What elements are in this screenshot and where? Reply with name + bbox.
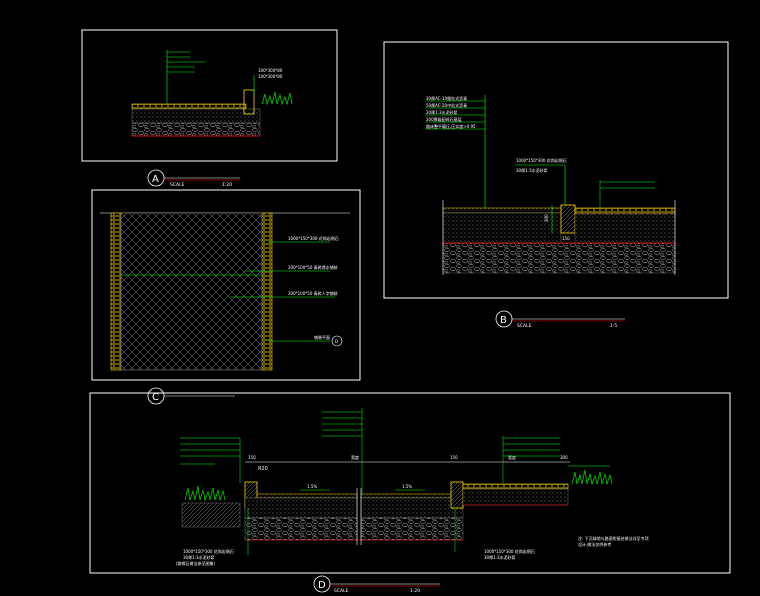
panel-a-leader-ticks bbox=[167, 51, 205, 73]
panel-d-slope-1: 1.5% bbox=[307, 484, 317, 489]
panel-b-road-surface bbox=[442, 207, 562, 214]
panel-a: 100*300*80 100*300*80 A SCALE 1:20 bbox=[81, 29, 338, 188]
panel-b-curb bbox=[560, 204, 576, 234]
panel-d-label: D bbox=[318, 580, 326, 591]
panel-d-base-right bbox=[360, 497, 464, 519]
panel-d-leader-left-ticks bbox=[180, 437, 240, 465]
panel-c-note-4: 铺装平面 bbox=[314, 334, 330, 340]
panel-d-note-bl-3: (路缘石做法参见图集) bbox=[176, 560, 216, 566]
panel-c-note-3: 200*100*50 青砖人字铺装 bbox=[288, 290, 338, 296]
panel-a-paving bbox=[131, 103, 247, 110]
panel-b-dim-1: 300 bbox=[544, 214, 549, 222]
panel-b-frame bbox=[383, 41, 729, 299]
panel-d-radius: R20 bbox=[258, 466, 268, 472]
panel-d-base-left bbox=[244, 497, 358, 519]
panel-b-layer-2: 50厚AC-20中粒式沥青 bbox=[426, 102, 467, 108]
panel-d-right-grass bbox=[571, 469, 613, 486]
panel-b-layer-1: 30厚AC-10细粒式沥青 bbox=[426, 95, 467, 101]
panel-c-note-1: 1000*150*300 花岗岩侧石 bbox=[288, 235, 339, 241]
panel-b-curb-note-2: 30厚1:3水泥砂浆 bbox=[516, 167, 548, 173]
panel-c: 1000*150*300 花岗岩侧石 200*100*50 青砖透水铺装 200… bbox=[91, 189, 361, 405]
panel-d-scale-value: 1:20 bbox=[410, 588, 420, 594]
panel-d-left-soil bbox=[181, 502, 241, 528]
panel-b-sidewalk-base bbox=[574, 213, 676, 244]
panel-d-note-bl-1: 1000*150*300 花岗岩侧石 bbox=[183, 548, 234, 554]
panel-b-curb-note-1: 1000*150*300 花岗岩侧石 bbox=[516, 157, 567, 163]
panel-b-label: B bbox=[500, 315, 507, 326]
panel-b-scale-value: 1:5 bbox=[610, 323, 617, 329]
panel-a-curb bbox=[243, 89, 255, 115]
panel-a-scale-label: SCALE bbox=[170, 182, 185, 188]
panel-d-dim-right-3: 300 bbox=[560, 455, 568, 460]
panel-d-dim-right-2: 宽度 bbox=[508, 454, 516, 460]
panel-c-curb-left bbox=[110, 212, 122, 371]
panel-b-scale-label: SCALE bbox=[517, 323, 532, 329]
panel-b-layer-5: 路床整平碾压,压实度>0.95 bbox=[426, 123, 476, 129]
panel-a-grass bbox=[261, 91, 293, 106]
panel-b-road-stones bbox=[442, 242, 676, 274]
panel-d-dim-left: 150 bbox=[248, 455, 256, 460]
panel-d-left-grass bbox=[184, 485, 226, 502]
panel-c-marker: D bbox=[335, 339, 338, 344]
panel-d-stones-right bbox=[360, 517, 464, 541]
panel-d-slope-2: 1.5% bbox=[402, 484, 412, 489]
panel-a-base-stones bbox=[131, 122, 261, 137]
panel-d-dim-right-1: 150 bbox=[450, 455, 458, 460]
panel-d-right-paving bbox=[462, 483, 569, 490]
panel-d-note-r-1: 注: 下沉绿地与路面衔接处做法详见专项 bbox=[578, 535, 649, 541]
panel-d-stones-left bbox=[244, 517, 358, 541]
panel-b-layer-3: 20厚1:3水泥砂浆 bbox=[426, 109, 458, 115]
panel-d-scale-label: SCALE bbox=[334, 588, 349, 594]
panel-b-leader-ticks bbox=[425, 100, 485, 130]
panel-d-note-bl-2: 30厚1:3水泥砂浆 bbox=[183, 554, 215, 560]
panel-a-note-right-1: 100*300*80 bbox=[258, 68, 283, 73]
panel-d-leader-center-ticks bbox=[322, 411, 362, 437]
panel-c-note-2: 200*100*50 青砖透水铺装 bbox=[288, 264, 338, 270]
panel-d-frame bbox=[89, 392, 731, 574]
panel-a-scale-value: 1:20 bbox=[222, 182, 232, 188]
panel-d-note-bc-1: 1000*150*300 花岗岩侧石 bbox=[484, 548, 535, 554]
panel-c-marker-circle bbox=[331, 335, 343, 347]
panel-d: 150 宽度 150 宽度 300 R20 1.5% 1.5% bbox=[89, 392, 731, 594]
panel-c-label: C bbox=[152, 392, 159, 403]
panel-d-surface-left bbox=[256, 493, 358, 499]
panel-a-frame bbox=[81, 29, 338, 162]
panel-d-curb-right bbox=[450, 481, 464, 509]
panel-c-paving-field bbox=[120, 212, 263, 371]
panel-d-note-bc-2: 30厚1:3水泥砂浆 bbox=[484, 554, 516, 560]
panel-b-dim-2: 150 bbox=[562, 236, 570, 241]
panel-c-frame bbox=[91, 189, 361, 381]
panel-d-right-base bbox=[462, 488, 569, 506]
panel-d-note-r-2: 设计,做法仅供参考 bbox=[578, 541, 611, 547]
panel-d-surface-right bbox=[360, 493, 452, 499]
panel-c-curb-right bbox=[261, 212, 273, 371]
panel-b: 300 150 30厚AC-10细粒式沥青 50厚AC-20中粒式沥青 20厚1… bbox=[383, 41, 729, 329]
panel-c-leaders bbox=[230, 241, 335, 342]
panel-d-leader-right-ticks bbox=[503, 437, 610, 467]
panel-a-base-dots bbox=[131, 108, 261, 124]
panel-d-dim-mid: 宽度 bbox=[351, 454, 359, 460]
panel-b-sidewalk bbox=[574, 207, 676, 215]
panel-a-label: A bbox=[152, 174, 159, 185]
panel-b-layer-4: 200厚级配碎石基层 bbox=[426, 116, 462, 122]
panel-a-note-right-2: 100*300*80 bbox=[258, 74, 283, 79]
